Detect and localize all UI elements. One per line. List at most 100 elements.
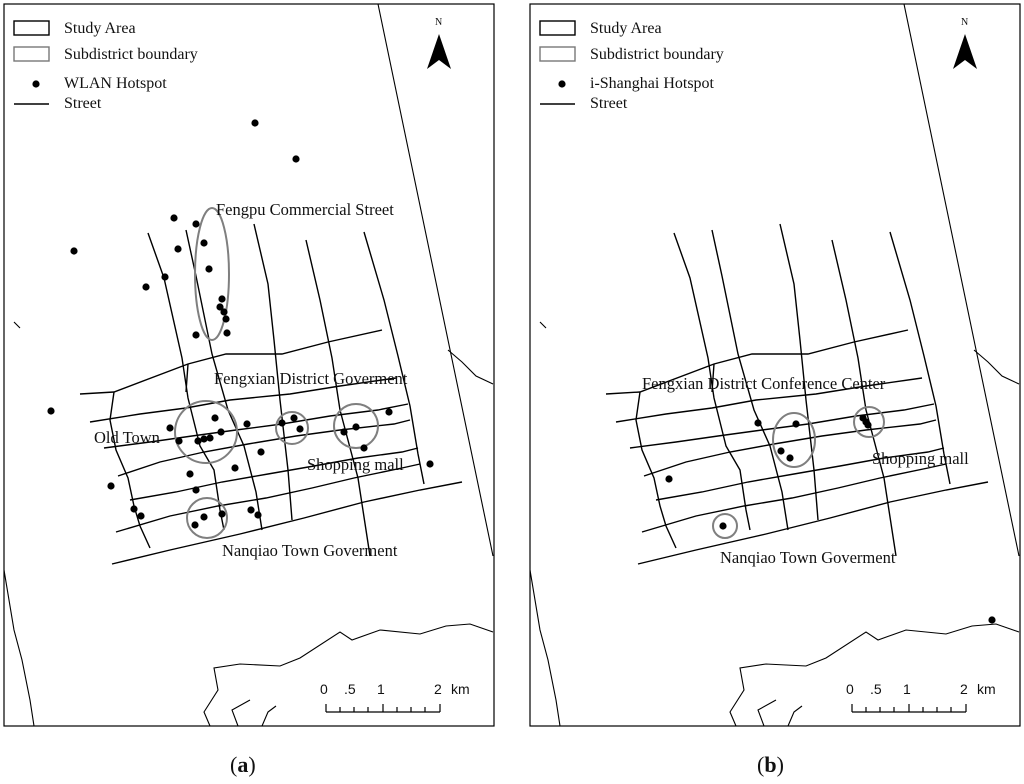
subdistrict-boundary	[13, 321, 494, 727]
hotspot-point	[290, 414, 298, 422]
hotspot-point	[142, 283, 150, 291]
scale-tick-0: 0	[846, 681, 854, 697]
i-shanghai-hotspots	[665, 414, 996, 624]
hotspot-point	[426, 460, 434, 468]
panel-b-frame	[529, 3, 1021, 727]
hotspot-point	[278, 419, 286, 427]
hotspot-point	[360, 444, 368, 452]
panel-b: Fengxian District Conference Center Shop…	[529, 3, 1021, 777]
wlan-hotspots	[47, 119, 434, 529]
hotspot-point	[665, 475, 673, 483]
hotspot-point	[166, 424, 174, 432]
cluster-conference-center	[772, 412, 816, 468]
legend-street: Street	[590, 95, 628, 112]
legend-study-area-symbol	[539, 20, 576, 36]
legend-i-shanghai-hotspot: i-Shanghai Hotspot	[590, 75, 715, 92]
hotspot-point	[340, 428, 348, 436]
legend-wlan-hotspot: WLAN Hotspot	[64, 75, 167, 92]
scale-tick-2: 2	[960, 681, 968, 697]
scale-unit: km	[977, 681, 996, 697]
hotspot-point	[352, 423, 360, 431]
legend-study-area-symbol	[13, 20, 50, 36]
hotspot-point	[216, 303, 224, 311]
label-shopping-mall: Shopping mall	[872, 449, 969, 468]
label-fengxian-government: Fengxian District Goverment	[214, 369, 408, 388]
scale-tick-half: .5	[870, 681, 882, 697]
label-fengxian-conference-center: Fengxian District Conference Center	[642, 374, 886, 393]
study-area-boundary	[529, 3, 1020, 727]
legend-street: Street	[64, 95, 102, 112]
caption-a: (a)	[230, 752, 256, 777]
scale-tick-1: 1	[903, 681, 911, 697]
legend-subdistrict-symbol	[539, 46, 576, 62]
hotspot-point	[200, 239, 208, 247]
label-shopping-mall: Shopping mall	[307, 455, 404, 474]
legend-hotspot-symbol	[558, 80, 566, 88]
panel-a-frame	[3, 3, 495, 727]
hotspot-point	[170, 214, 178, 222]
north-arrow-icon: N	[953, 17, 977, 69]
cluster-shopping-mall	[333, 403, 379, 449]
label-nanqiao-government: Nanqiao Town Goverment	[720, 548, 896, 567]
hotspot-point	[211, 414, 219, 422]
hotspot-point	[254, 511, 262, 519]
hotspot-point	[754, 419, 762, 427]
hotspot-point	[175, 437, 183, 445]
north-label: N	[435, 17, 442, 28]
hotspot-point	[217, 428, 225, 436]
hotspot-point	[988, 616, 996, 624]
hotspot-point	[192, 331, 200, 339]
hotspot-point	[107, 482, 115, 490]
hotspot-point	[792, 420, 800, 428]
cluster-circles	[712, 406, 885, 539]
north-label: N	[961, 17, 968, 28]
cluster-fengpu	[194, 207, 230, 341]
hotspot-point	[205, 265, 213, 273]
label-nanqiao-government: Nanqiao Town Goverment	[222, 541, 398, 560]
hotspot-point	[194, 437, 202, 445]
hotspot-point	[186, 470, 194, 478]
scale-unit: km	[451, 681, 470, 697]
scale-bar: 0 .5 1 2 km	[320, 681, 470, 713]
legend-panel-b: Study Area Subdistrict boundary i-Shangh…	[539, 20, 724, 112]
hotspot-point	[251, 119, 259, 127]
cluster-fengxian	[275, 411, 309, 445]
scale-tick-half: .5	[344, 681, 356, 697]
hotspot-point	[231, 464, 239, 472]
hotspot-point	[719, 522, 727, 530]
label-fengpu-commercial-street: Fengpu Commercial Street	[216, 200, 394, 219]
hotspot-point	[206, 434, 214, 442]
scale-tick-0: 0	[320, 681, 328, 697]
hotspot-point	[292, 155, 300, 163]
hotspot-point	[257, 448, 265, 456]
scale-bar: 0 .5 1 2 km	[846, 681, 996, 713]
label-old-town: Old Town	[94, 428, 160, 447]
hotspot-point	[137, 512, 145, 520]
panel-a: Fengpu Commercial Street Fengxian Distri…	[3, 3, 495, 777]
legend-hotspot-symbol	[32, 80, 40, 88]
hotspot-point	[200, 513, 208, 521]
hotspot-point	[864, 421, 872, 429]
hotspot-point	[174, 245, 182, 253]
hotspot-point	[220, 308, 228, 316]
cluster-circles	[174, 207, 379, 539]
hotspot-point	[223, 329, 231, 337]
legend-panel-a: Study Area Subdistrict boundary WLAN Hot…	[13, 20, 198, 112]
hotspot-point	[222, 315, 230, 323]
hotspot-point	[47, 407, 55, 415]
legend-subdistrict-symbol	[13, 46, 50, 62]
hotspot-point	[296, 425, 304, 433]
hotspot-point	[191, 521, 199, 529]
hotspot-point	[161, 273, 169, 281]
cluster-nanqiao	[712, 513, 738, 539]
hotspot-point	[218, 295, 226, 303]
legend-subdistrict-boundary: Subdistrict boundary	[590, 46, 724, 63]
hotspot-point	[218, 510, 226, 518]
legend-study-area: Study Area	[64, 20, 136, 37]
hotspot-point	[777, 447, 785, 455]
legend-subdistrict-boundary: Subdistrict boundary	[64, 46, 198, 63]
hotspot-point	[192, 220, 200, 228]
subdistrict-boundary	[539, 321, 1020, 727]
hotspot-point	[786, 454, 794, 462]
